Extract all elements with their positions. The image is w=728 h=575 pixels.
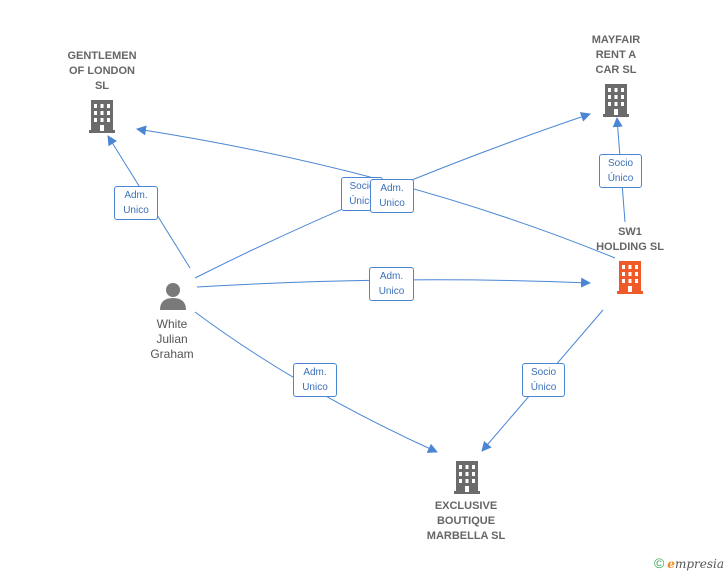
node-label-gentlemen-of-london[interactable]: GENTLEMEN OF LONDON SL: [67, 50, 137, 92]
edge-label-person-mayfair[interactable]: Adm. Unico: [370, 179, 414, 213]
edge-label-sw1-exclusive[interactable]: Socio Único: [522, 363, 565, 397]
edge-label-person-sw1[interactable]: Adm. Unico: [369, 267, 414, 301]
copyright-icon: ©: [653, 555, 665, 571]
empresia-watermark: ©empresia: [654, 555, 724, 571]
node-label-exclusive-boutique-marbella[interactable]: EXCLUSIVE BOUTIQUE MARBELLA SL: [426, 500, 506, 542]
node-label-sw1-holding[interactable]: SW1 HOLDING SL: [596, 226, 664, 253]
brand-logo: empresia: [667, 557, 724, 571]
building-icon[interactable]: [603, 84, 629, 117]
node-label-white-julian-graham[interactable]: White Julian Graham: [150, 317, 194, 361]
building-icon[interactable]: [89, 100, 115, 133]
node-label-mayfair-rent-a-car[interactable]: MAYFAIR RENT A CAR SL: [591, 34, 641, 76]
edge-label-sw1-mayfair[interactable]: Socio Único: [599, 154, 642, 188]
person-icon[interactable]: [160, 283, 186, 310]
building-icon[interactable]: [454, 461, 480, 494]
edge-label-person-exclusive[interactable]: Adm. Unico: [293, 363, 337, 397]
edge-label-person-gentlemen[interactable]: Adm. Unico: [114, 186, 158, 220]
building-icon-highlighted[interactable]: [617, 261, 643, 294]
